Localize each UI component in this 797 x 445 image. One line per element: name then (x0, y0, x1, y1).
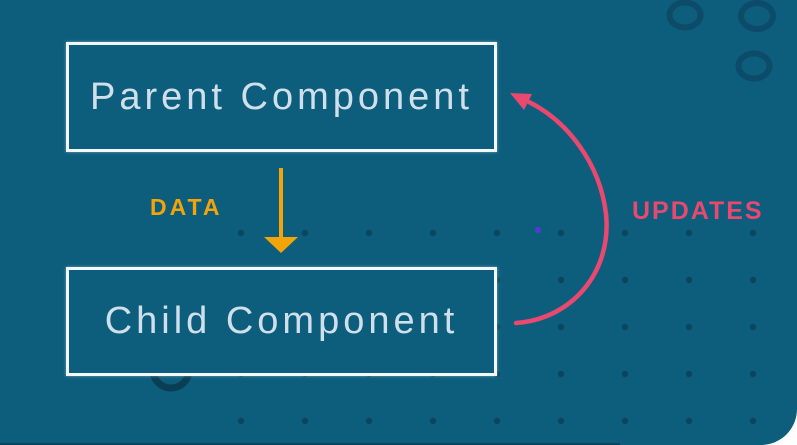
grid-dot (557, 276, 565, 284)
node-parent-label: Parent Component (90, 75, 473, 118)
grid-dot (749, 229, 757, 237)
grid-dot (685, 276, 693, 284)
node-child: Child Component (66, 267, 497, 376)
bottom-edge-line (0, 443, 620, 445)
grid-dot (557, 417, 565, 425)
grid-dot (429, 417, 437, 425)
grid-dot (301, 229, 309, 237)
down-arrow-icon (264, 168, 298, 253)
grid-dot (749, 276, 757, 284)
grid-dot (685, 417, 693, 425)
grid-dot (493, 229, 501, 237)
grid-dot (621, 370, 629, 378)
grid-dot (365, 229, 373, 237)
grid-dot (237, 417, 245, 425)
ring-icon (738, 0, 776, 32)
node-parent: Parent Component (66, 42, 497, 152)
grid-dot (749, 370, 757, 378)
grid-dot (429, 229, 437, 237)
grid-dot (749, 417, 757, 425)
grid-dot (557, 370, 565, 378)
grid-dot (621, 323, 629, 331)
ring-icon (735, 50, 773, 82)
node-child-label: Child Component (104, 300, 459, 342)
grid-dot (557, 323, 565, 331)
grid-dot (365, 417, 373, 425)
curved-arrow-icon (510, 93, 609, 326)
grid-dot (685, 370, 693, 378)
edge-label-data: DATA (150, 194, 223, 220)
grid-dot (685, 229, 693, 237)
grid-dot (493, 417, 501, 425)
grid-dot (301, 417, 309, 425)
grid-dot (621, 229, 629, 237)
ring-icon (666, 0, 704, 31)
grid-dot (621, 417, 629, 425)
grid-dot (749, 323, 757, 331)
grid-dot (621, 276, 629, 284)
grid-dot (237, 229, 245, 237)
grid-dot (685, 323, 693, 331)
grid-dot (557, 229, 565, 237)
edge-label-updates: UPDATES (632, 197, 764, 225)
accent-dot (534, 226, 542, 234)
